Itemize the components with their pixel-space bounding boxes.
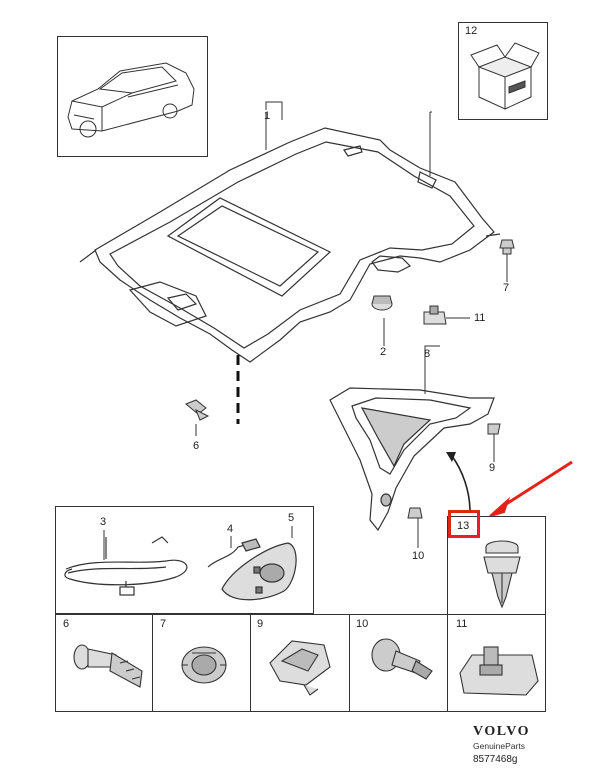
kit-callout-4: 4 xyxy=(227,523,234,535)
callout-7: 7 xyxy=(503,282,510,294)
volvo-logo: VOLVO xyxy=(473,724,530,739)
kit-callout-5: 5 xyxy=(288,512,295,524)
clip-9-icon xyxy=(269,640,331,696)
callout-11: 11 xyxy=(474,312,486,324)
screw-10-icon xyxy=(371,638,433,680)
diagram-code: 8577468g xyxy=(473,754,518,765)
nut-7-icon xyxy=(181,646,227,684)
callout-6: 6 xyxy=(193,440,200,452)
parts-row-label-9: 9 xyxy=(257,618,264,630)
callout-13: 13 xyxy=(457,520,470,532)
car-icon xyxy=(67,62,195,138)
parts-row-label-6: 6 xyxy=(63,618,70,630)
wiring-harness-icon xyxy=(64,536,297,601)
callout-1: 1 xyxy=(264,110,271,122)
highlight-13 xyxy=(448,510,480,538)
brand-block: VOLVO GenuineParts 8577468g xyxy=(473,724,530,765)
brand-subtitle: GenuineParts xyxy=(473,741,525,751)
push-rivet-icon xyxy=(483,540,521,609)
kit-callout-3: 3 xyxy=(100,516,107,528)
parts-row-label-7: 7 xyxy=(160,618,167,630)
parts-row-label-10: 10 xyxy=(356,618,369,630)
callout-8: 8 xyxy=(424,348,431,360)
kit-box xyxy=(55,506,314,614)
clip-6-icon xyxy=(73,644,143,688)
parts-row-box xyxy=(55,614,546,712)
plate-11-icon xyxy=(459,646,539,696)
cardboard-box-icon xyxy=(470,42,540,110)
parts-row-label-11: 11 xyxy=(456,618,468,630)
callout-2: 2 xyxy=(380,346,387,358)
callout-10: 10 xyxy=(412,550,425,562)
callout-9: 9 xyxy=(489,462,496,474)
callout-12: 12 xyxy=(465,25,478,37)
package-box xyxy=(458,22,548,120)
parts-row-drawings xyxy=(73,638,539,696)
part-13-box xyxy=(447,516,546,616)
car-thumbnail-box xyxy=(57,36,208,157)
